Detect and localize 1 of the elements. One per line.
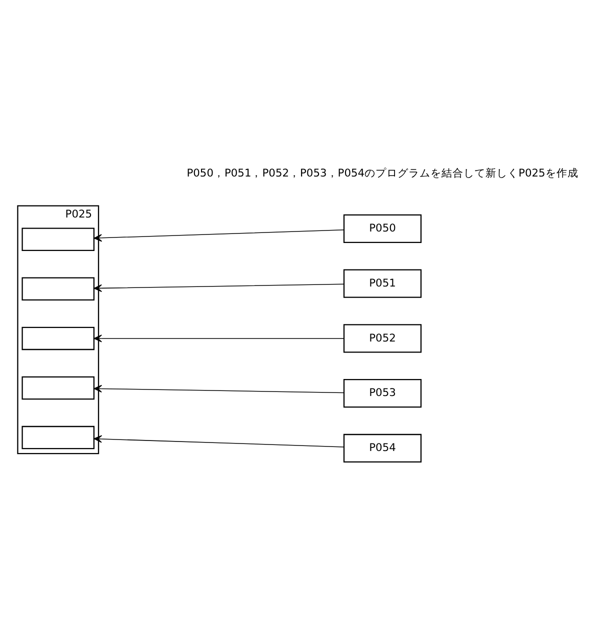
label: P050，P051，P052，P053，P054のプログラムを結合して新しくP025を作成 bbox=[186, 166, 578, 180]
